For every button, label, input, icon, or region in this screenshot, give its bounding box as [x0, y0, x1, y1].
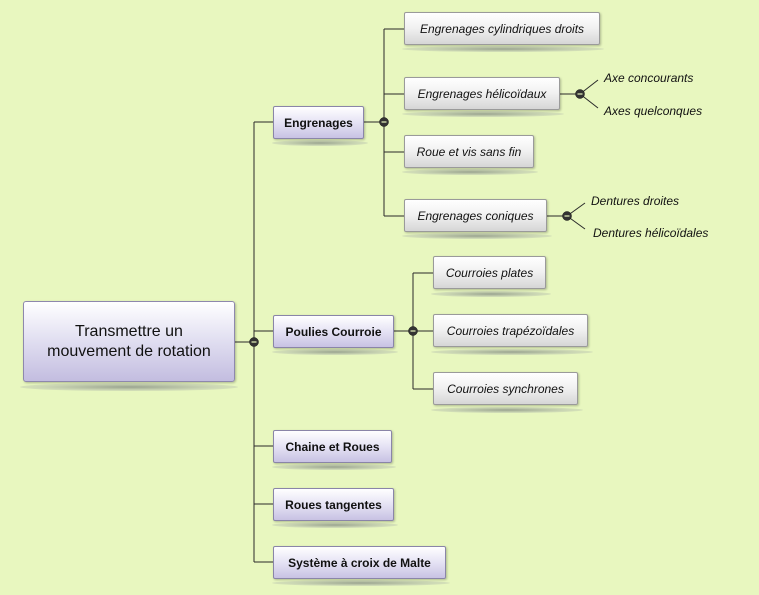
node-engrenages-helicoidaux[interactable]: Engrenages hélicoïdaux [404, 77, 560, 110]
node-roue-et-vis[interactable]: Roue et vis sans fin [404, 135, 534, 168]
node-label: Chaine et Roues [285, 439, 380, 454]
node-courroies-plates[interactable]: Courroies plates [433, 256, 546, 289]
node-roues-tangentes[interactable]: Roues tangentes [273, 488, 394, 521]
node-engrenages[interactable]: Engrenages [273, 106, 364, 139]
root-label-line1: Transmettre un [75, 322, 183, 340]
root-shadow [20, 383, 238, 391]
node-label: Courroies synchrones [447, 381, 564, 396]
leaf-dentures-helicoidales[interactable]: Dentures hélicoïdales [593, 226, 709, 240]
node-label: Roue et vis sans fin [416, 144, 522, 159]
node-shadow [431, 407, 583, 413]
root-label-line2: mouvement de rotation [47, 342, 211, 360]
node-croix-de-malte[interactable]: Système à croix de Malte [273, 546, 446, 579]
node-label: Système à croix de Malte [288, 555, 431, 570]
leaf-axes-quelconques[interactable]: Axes quelconques [604, 104, 703, 118]
node-courroies-synchrones[interactable]: Courroies synchrones [433, 372, 578, 405]
node-poulies-courroie[interactable]: Poulies Courroie [273, 315, 394, 348]
node-shadow [272, 580, 450, 586]
node-shadow [431, 349, 593, 355]
node-engrenages-coniques[interactable]: Engrenages coniques [404, 199, 547, 232]
leaf-dentures-droites[interactable]: Dentures droites [591, 194, 680, 208]
node-shadow [272, 522, 398, 528]
node-shadow [402, 46, 604, 52]
node-label: Courroies trapézoïdales [446, 323, 575, 338]
node-engrenages-cylindriques[interactable]: Engrenages cylindriques droits [404, 12, 600, 45]
node-label: Engrenages hélicoïdaux [417, 86, 547, 101]
node-courroies-trapezoidales[interactable]: Courroies trapézoïdales [433, 314, 588, 347]
node-label: Engrenages coniques [417, 208, 534, 223]
node-shadow [402, 233, 552, 239]
node-shadow [272, 349, 398, 355]
leaf-axe-concourants[interactable]: Axe concourants [604, 71, 694, 85]
node-label: Courroies plates [445, 265, 534, 280]
node-shadow [402, 169, 538, 175]
node-shadow [431, 291, 551, 297]
node-label: Engrenages cylindriques droits [419, 21, 585, 36]
root-node[interactable]: Transmettre un mouvement de rotation [23, 301, 235, 382]
node-label: Engrenages [284, 115, 353, 130]
node-label: Roues tangentes [285, 497, 382, 512]
node-shadow [272, 464, 396, 470]
node-shadow [272, 140, 368, 146]
node-label: Poulies Courroie [285, 324, 382, 339]
node-chaine-et-roues[interactable]: Chaine et Roues [273, 430, 392, 463]
node-shadow [402, 111, 564, 117]
